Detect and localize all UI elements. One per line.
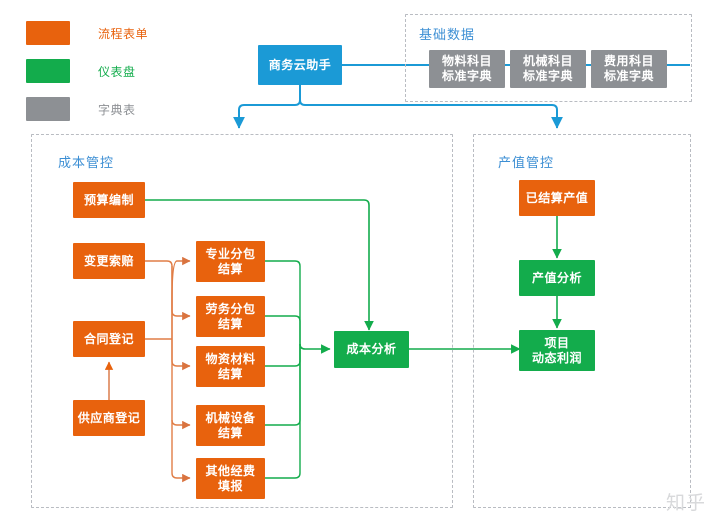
legend-item-dashboard: 仪表盘	[26, 58, 148, 84]
node-cost-analysis[interactable]: 成本分析	[334, 331, 409, 368]
edge-root-to-cost-control	[233, 99, 301, 129]
node-professional-subcontract-settlement[interactable]: 专业分包 结算	[196, 241, 265, 282]
zhihu-watermark: 知乎	[665, 492, 706, 514]
node-business-cloud-assistant[interactable]: 商务云助手	[258, 45, 342, 85]
group-title-basic-data: 基础数据	[419, 27, 476, 42]
node-output-value-analysis[interactable]: 产值分析	[519, 260, 595, 296]
node-contract-registration[interactable]: 合同登记	[73, 321, 145, 357]
node-budget-preparation[interactable]: 预算编制	[73, 182, 145, 218]
node-project-dynamic-profit[interactable]: 项目 动态利润	[519, 330, 595, 371]
node-labor-subcontract-settlement[interactable]: 劳务分包 结算	[196, 296, 265, 337]
node-machinery-account-dictionary[interactable]: 机械科目 标准字典	[510, 50, 586, 88]
node-material-settlement[interactable]: 物资材料 结算	[196, 346, 265, 387]
legend-item-dictionary-table: 字典表	[26, 96, 148, 122]
legend-label-dictionary-table: 字典表	[98, 102, 136, 117]
group-basic-data	[405, 14, 692, 102]
group-title-cost-control: 成本管控	[58, 155, 115, 170]
group-cost-control	[31, 134, 453, 508]
legend-label-process-form: 流程表单	[98, 26, 149, 41]
legend-item-process-form: 流程表单	[26, 20, 148, 46]
edge-root-to-output-control	[299, 99, 563, 129]
node-machinery-equipment-settlement[interactable]: 机械设备 结算	[196, 405, 265, 446]
node-material-account-dictionary[interactable]: 物料科目 标准字典	[429, 50, 505, 88]
node-supplier-registration[interactable]: 供应商登记	[73, 400, 145, 436]
node-settled-output-value[interactable]: 已结算产值	[519, 180, 595, 216]
node-other-expense-report[interactable]: 其他经费 填报	[196, 458, 265, 499]
green-swatch	[26, 59, 70, 83]
gray-swatch	[26, 97, 70, 121]
legend: 流程表单 仪表盘 字典表	[26, 20, 148, 134]
orange-swatch	[26, 21, 70, 45]
group-title-output-control: 产值管控	[498, 155, 555, 170]
legend-label-dashboard: 仪表盘	[98, 64, 136, 79]
node-expense-account-dictionary[interactable]: 费用科目 标准字典	[591, 50, 667, 88]
group-output-control	[473, 134, 691, 508]
node-change-claim[interactable]: 变更索赔	[73, 243, 145, 279]
